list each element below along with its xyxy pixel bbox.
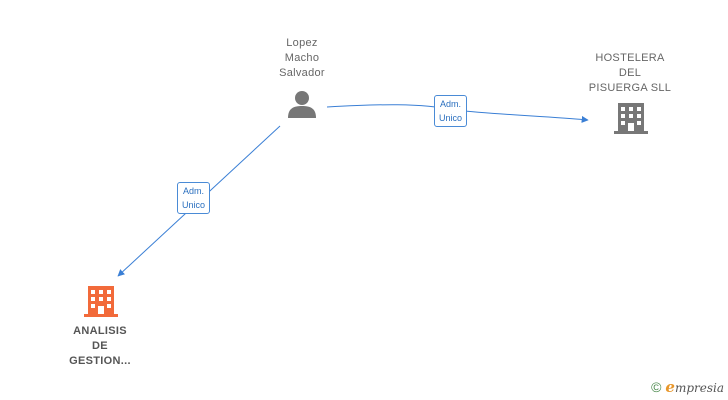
company-top-label-line: PISUERGA SLL <box>588 82 672 94</box>
person-label-line: Macho <box>284 52 320 64</box>
main-building-icon[interactable] <box>84 286 118 317</box>
edge-label-line: Unico <box>182 200 206 210</box>
edge-label-line: Adm. <box>440 99 462 109</box>
company-top-label[interactable]: HOSTELERA DEL PISUERGA SLL <box>578 51 682 96</box>
edge-label-line: Adm. <box>183 186 205 196</box>
company-top-label-line: DEL <box>618 67 642 79</box>
person-icon[interactable] <box>288 91 316 118</box>
edge-label-line: Unico <box>439 113 463 123</box>
copyright-icon: © <box>651 379 662 395</box>
person-label[interactable]: Lopez Macho Salvador <box>262 36 342 81</box>
brand-logo: empresia <box>665 378 724 396</box>
building-icon[interactable] <box>614 103 648 134</box>
company-top-label-line: HOSTELERA <box>595 52 665 64</box>
company-main-label[interactable]: ANALISIS DE GESTION... <box>48 324 152 369</box>
company-main-label-line: DE <box>92 340 108 352</box>
company-main-label-line: ANALISIS <box>73 325 127 337</box>
footer-brand: © empresia <box>651 378 724 396</box>
person-label-line: Salvador <box>279 67 325 79</box>
brand-rest: mpresia <box>674 381 724 395</box>
company-main-label-line: GESTION... <box>69 355 131 367</box>
brand-initial: e <box>665 378 675 396</box>
edge-label-to-main[interactable]: Adm. Unico <box>177 182 211 214</box>
edge-label-to-top[interactable]: Adm. Unico <box>434 95 468 127</box>
person-label-line: Lopez <box>286 37 318 49</box>
